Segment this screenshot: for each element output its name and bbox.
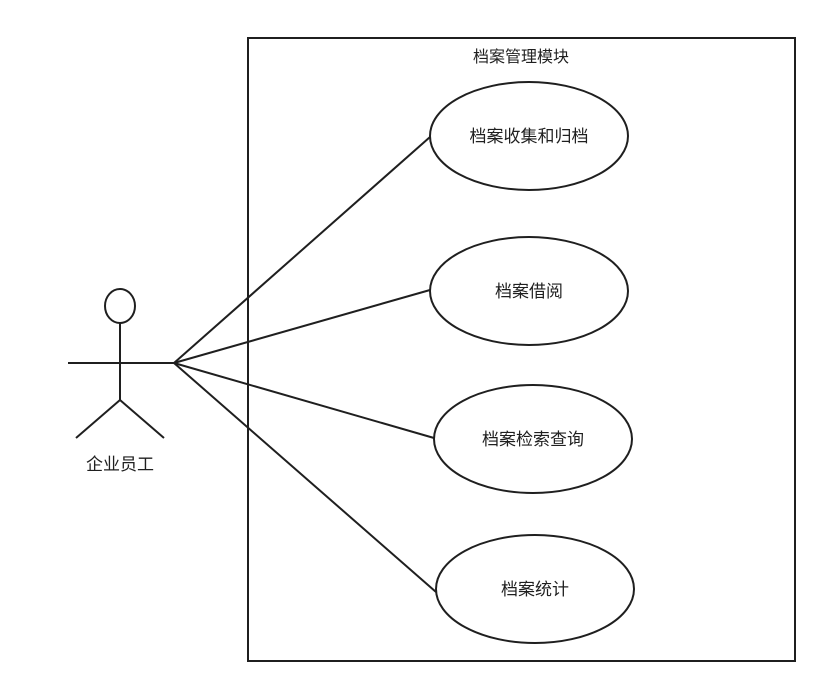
use-case-ellipse — [433, 384, 633, 494]
use-case-2: 档案借阅 — [429, 236, 629, 346]
use-case-label: 档案统计 — [501, 580, 569, 600]
system-title: 档案管理模块 — [473, 47, 569, 66]
actor-figure — [68, 288, 174, 439]
use-case-label: 档案检索查询 — [482, 430, 584, 450]
actor-leg-right — [119, 399, 165, 439]
actor-leg-left — [75, 399, 121, 439]
association-line-4 — [173, 362, 437, 593]
use-case-ellipse — [435, 534, 635, 644]
use-case-ellipse — [429, 236, 629, 346]
use-case-3: 档案检索查询 — [433, 384, 633, 494]
association-line-1 — [173, 136, 431, 364]
use-case-ellipse — [429, 81, 629, 191]
use-case-label: 档案收集和归档 — [470, 127, 589, 147]
actor-head — [104, 288, 136, 324]
system-boundary — [247, 37, 796, 662]
association-line-3 — [173, 362, 435, 439]
actor-label: 企业员工 — [86, 455, 154, 475]
use-case-1: 档案收集和归档 — [429, 81, 629, 191]
use-case-label: 档案借阅 — [495, 282, 563, 302]
association-line-2 — [173, 289, 431, 364]
use-case-4: 档案统计 — [435, 534, 635, 644]
